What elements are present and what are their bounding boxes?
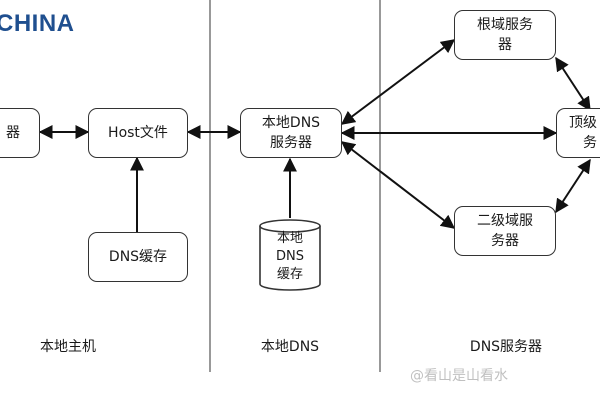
arrow-localdns-root (340, 39, 456, 125)
local-dns-cache-label-line2: DNS (276, 249, 304, 264)
second-level-server-label-line2: 务器 (491, 233, 519, 249)
dns-cache-node: DNS缓存 (88, 232, 188, 282)
local-dns-cache-label-line3: 缓存 (276, 267, 303, 282)
local-dns-server-label-line1: 本地DNS (261, 115, 321, 131)
host-file-label: Host文件 (108, 125, 168, 141)
database-cylinder-icon (259, 219, 321, 291)
local-dns-cache-node: 本地 DNS 缓存 (262, 230, 318, 284)
local-dns-server-node: 本地DNS 服务器 (240, 108, 342, 158)
top-level-server-label-line2: 务 (583, 135, 597, 151)
arrow-localdns-secondlevel (340, 141, 456, 229)
second-level-server-node: 二级域服 务器 (454, 206, 556, 256)
arrow-secondlevel-toplevel (555, 158, 591, 214)
root-server-label-line1: 根域服务 (477, 17, 533, 33)
root-server-node: 根域服务 器 (454, 10, 556, 60)
brand-logo-text: CHINA (0, 10, 75, 37)
section-label-local-dns: 本地DNS (260, 339, 320, 355)
arrow-root-toplevel (555, 56, 591, 112)
watermark-text: @看山是山看水 (410, 368, 508, 384)
root-server-label-line2: 器 (498, 37, 512, 53)
section-label-dns-servers: DNS服务器 (469, 339, 543, 355)
section-label-local-host: 本地主机 (40, 339, 96, 355)
local-dns-server-label-line2: 服务器 (270, 135, 312, 151)
browser-label: 器 (6, 125, 20, 141)
second-level-server-label-line1: 二级域服 (477, 213, 533, 229)
top-level-server-node: 顶级 务 (556, 108, 600, 158)
host-file-node: Host文件 (88, 108, 188, 158)
top-level-server-label-line1: 顶级 (569, 115, 597, 131)
dns-cache-label: DNS缓存 (108, 249, 168, 265)
browser-node: 器 (0, 108, 40, 158)
local-dns-cache-label-line1: 本地 (276, 231, 303, 246)
